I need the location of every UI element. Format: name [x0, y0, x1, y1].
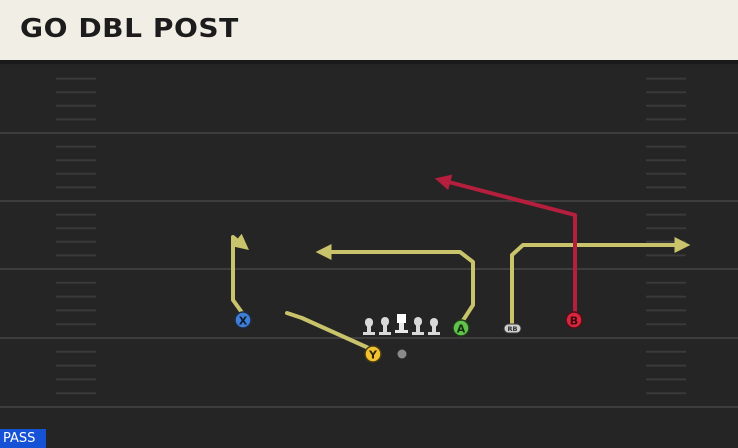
player-x-label: X — [239, 315, 248, 328]
player-y-label: Y — [368, 349, 378, 362]
play-diagram: X Y A B RB — [0, 77, 738, 408]
lineman-icon — [428, 318, 440, 335]
lineman-icon — [412, 317, 424, 335]
hash-marks-left — [56, 77, 96, 395]
player-y-marker[interactable] — [364, 345, 382, 363]
player-rb-marker[interactable] — [503, 323, 522, 334]
yard-lines — [0, 132, 738, 408]
route-y-flat — [285, 311, 375, 352]
route-b-post[interactable] — [434, 174, 577, 318]
header-divider — [0, 60, 738, 64]
player-y[interactable]: Y — [364, 345, 382, 363]
routes — [231, 174, 691, 352]
play-title: GO DBL POST — [20, 14, 239, 44]
player-a[interactable]: A — [452, 319, 470, 337]
player-rb-label: RB — [508, 325, 518, 333]
player-x[interactable]: X — [234, 311, 252, 329]
player-b-label: B — [570, 315, 578, 328]
player-a-marker[interactable] — [452, 319, 470, 337]
lineman-icon — [379, 317, 391, 335]
quarterback-dot — [397, 349, 407, 359]
play-type-badge: PASS — [0, 429, 46, 448]
play-header: GO DBL POST — [0, 0, 738, 60]
player-x-marker[interactable] — [234, 311, 252, 329]
lineman-icon — [363, 318, 375, 335]
center-icon — [395, 314, 408, 333]
offensive-line — [363, 314, 440, 335]
player-rb[interactable]: RB — [503, 323, 522, 334]
route-x-comeback — [231, 233, 249, 316]
player-b[interactable]: B — [565, 311, 583, 329]
hash-marks-right — [646, 77, 686, 395]
route-rb-wheel — [510, 237, 691, 325]
player-b-marker[interactable] — [565, 311, 583, 329]
player-a-label: A — [457, 323, 466, 336]
route-a-post — [315, 244, 475, 324]
